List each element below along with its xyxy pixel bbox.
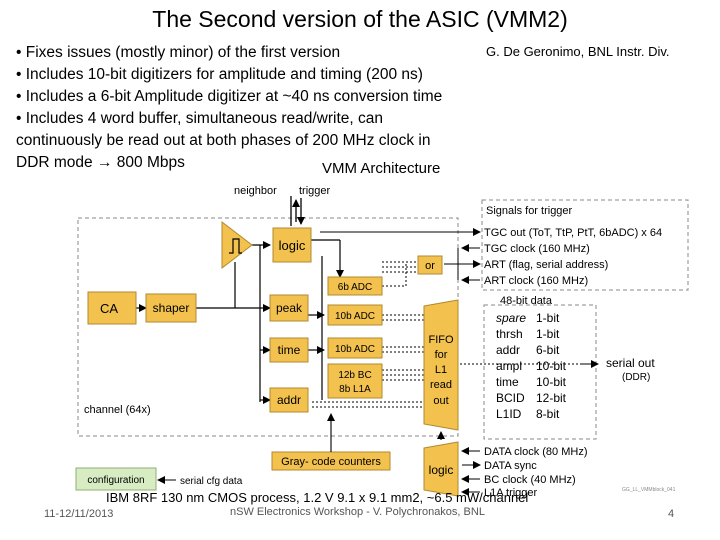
fifo-label: for (435, 349, 448, 361)
page-number: 4 (668, 508, 675, 520)
adc10-amplitude-block (327, 304, 383, 326)
field-name: addr (496, 343, 520, 357)
fifo-label: L1 (435, 364, 447, 376)
bullet-item: • Includes 4 word buffer, simultaneous r… (16, 110, 384, 127)
bc-label: 12b BC (338, 370, 371, 381)
signal-line: TGC out (ToT, TtP, PtT, 6bADC) x 64 (484, 227, 662, 239)
footer-workshop: nSW Electronics Workshop - V. Polychrona… (230, 506, 485, 518)
ca-block (87, 291, 137, 325)
discriminator-icon (221, 220, 253, 270)
serial-out-label: serial out (606, 356, 655, 370)
architecture-title: VMM Architecture (322, 160, 441, 177)
bc-counter-block (327, 363, 383, 399)
field-name: L1ID (496, 407, 522, 421)
bullet-item: • Includes a 6-bit Amplitude digitizer a… (16, 88, 443, 105)
field-bits: 10-bit (536, 359, 567, 373)
bullet-item: • Fixes issues (mostly minor) of the fir… (16, 44, 341, 61)
shaper-block (145, 293, 197, 323)
adc10-amplitude-label: 10b ADC (335, 311, 375, 322)
fifo-label: out (433, 395, 448, 407)
logic-lower-label: logic (429, 463, 454, 477)
or-block (417, 255, 443, 275)
trigger-signal-arrows (320, 228, 481, 284)
figure-reference: GG_LL_VMMblock_041 (622, 487, 676, 493)
ca-label: CA (100, 301, 118, 316)
gray-counters-label: Gray- code counters (281, 456, 381, 468)
adc6-label: 6b ADC (338, 282, 372, 293)
neighbor-label: neighbor (234, 185, 277, 197)
field-name: time (496, 375, 519, 389)
data-fields-box (483, 304, 597, 440)
data-fields: spare 1-bit thrsh 1-bit addr 6-bit ampl 10-bit t… (496, 311, 567, 421)
field-bits: 10-bit (536, 375, 567, 389)
field-bits: 6-bit (536, 343, 560, 357)
fifo-block (423, 299, 459, 431)
peak-block (269, 294, 309, 322)
ddr-label: (DDR) (622, 372, 650, 383)
bullet-item: • Includes 10-bit digitizers for amplitu… (16, 66, 423, 83)
clock-arrows (461, 447, 481, 496)
signal-line: ART (flag, serial address) (484, 259, 608, 271)
signals-box (481, 199, 689, 291)
clock-line: DATA clock (80 MHz) (484, 446, 588, 458)
bullet-list: • Fixes issues (mostly minor) of the fir… (16, 42, 496, 174)
trigger-label: trigger (299, 185, 331, 197)
author-credit: G. De Geronimo, BNL Instr. Div. (486, 44, 670, 59)
clock-line: DATA sync (484, 460, 537, 472)
adc10-time-block (327, 337, 383, 359)
field-name: ampl (496, 359, 522, 373)
logic-label: logic (279, 238, 306, 253)
adc6-block (327, 276, 383, 296)
signal-line: ART clock (160 MHz) (484, 275, 588, 287)
or-label: or (425, 260, 435, 272)
shaper-label: shaper (153, 301, 190, 315)
field-bits: 8-bit (536, 407, 560, 421)
footer-date: 11-12/11/2013 (44, 508, 114, 520)
configuration-label: configuration (87, 475, 144, 486)
field-name: spare (496, 311, 526, 325)
dotted-connections (312, 261, 424, 408)
slide-title: The Second version of the ASIC (VMM2) (152, 6, 568, 32)
fifo-label: read (430, 379, 452, 391)
field-bits: 1-bit (536, 327, 560, 341)
field-name: BCID (496, 391, 525, 405)
data48-label: 48-bit data (500, 295, 553, 307)
clock-line: BC clock (40 MHz) (484, 474, 576, 486)
bullet-item: continuously be read out at both phases … (16, 132, 431, 149)
logic-block (272, 227, 312, 263)
l1a-label: 8b L1A (339, 384, 371, 395)
bullet-item: DDR mode → 800 Mbps (16, 154, 185, 171)
channel-label: channel (64x) (84, 404, 151, 416)
signal-line: TGC clock (160 MHz) (484, 243, 590, 255)
pulse-icon (229, 238, 242, 254)
configuration-block (75, 467, 157, 491)
logic-block-lower (423, 441, 459, 497)
addr-block (269, 387, 309, 413)
addr-label: addr (277, 393, 301, 407)
footer-technology: IBM 8RF 130 nm CMOS process, 1.2 V 9.1 x… (106, 490, 529, 505)
peak-label: peak (276, 301, 303, 315)
clock-line: L1A trigger (484, 487, 538, 499)
field-bits: 1-bit (536, 311, 560, 325)
field-bits: 12-bit (536, 391, 567, 405)
time-block (269, 337, 309, 363)
serial-cfg-label: serial cfg data (180, 476, 243, 487)
fifo-label: FIFO (428, 334, 453, 346)
adc10-time-label: 10b ADC (335, 344, 375, 355)
field-name: thrsh (496, 327, 523, 341)
channel-box (77, 217, 459, 437)
signals-title: Signals for trigger (486, 205, 573, 217)
time-label: time (278, 343, 301, 357)
